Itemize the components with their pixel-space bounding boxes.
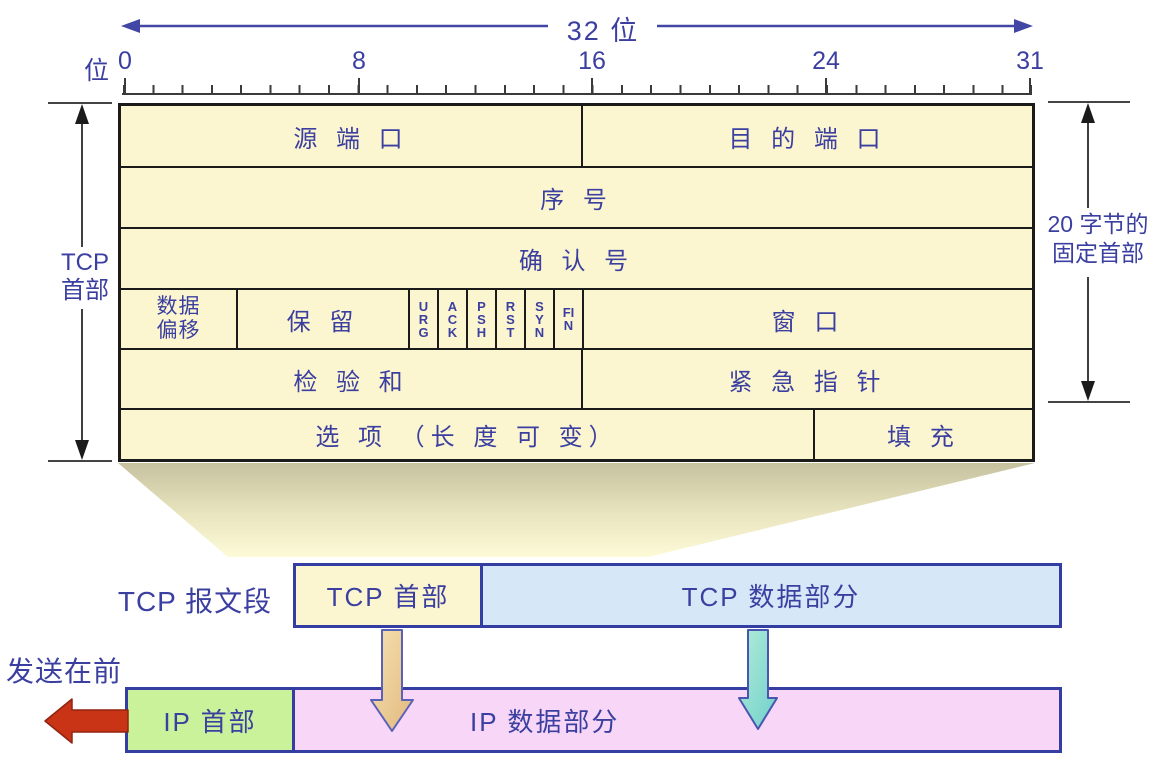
tcp-segment-bar: TCP 首部 TCP 数据部分	[293, 563, 1062, 628]
flag-cell-psh: PSH	[466, 290, 495, 348]
field-checksum: 检 验 和	[293, 368, 409, 396]
send-direction-left-arrow-icon	[44, 698, 129, 744]
tcp-header-table: 源 端 口 目 的 端 口 序 号 确 认 号 数据 偏移 保 留 URG AC…	[118, 103, 1035, 462]
flag-cell-syn: SYN	[524, 290, 553, 348]
flag-rst-label: RST	[505, 298, 516, 340]
flag-urg-label: URG	[418, 298, 429, 340]
table-row-options: 选 项 （长 度 可 变） 填 充	[121, 408, 1032, 459]
data-offset-line1: 数据	[156, 295, 201, 318]
flag-cell-rst: RST	[495, 290, 524, 348]
send-direction-label: 发送在前	[6, 656, 123, 687]
field-dest-port: 目 的 端 口	[581, 106, 1032, 166]
bit-unit-label: 位	[84, 57, 110, 85]
tcp-header-bracket-label: TCP 首部	[48, 249, 122, 305]
bit-tick-label-8: 8	[352, 47, 366, 75]
major-tick-31	[1029, 78, 1031, 93]
bit-tick-label-31: 31	[1016, 47, 1044, 75]
tcp-segment-label: TCP 报文段	[117, 586, 273, 617]
bit-width-label: 32 位	[566, 16, 640, 46]
ruler-minor-ticks	[123, 85, 1032, 93]
data-offset-line2: 偏移	[156, 319, 201, 342]
ip-packet-bar: IP 首部 IP 数据部分	[125, 687, 1062, 753]
field-options: 选 项 （长 度 可 变）	[315, 424, 619, 451]
table-row-ports: 源 端 口 目 的 端 口	[121, 106, 1032, 166]
bit-ruler	[122, 76, 1032, 95]
table-row-flags: 数据 偏移 保 留 URG ACK PSH RST SYN FIN 窗 口	[121, 288, 1032, 348]
field-source-port: 源 端 口	[293, 125, 409, 153]
field-urgent-pointer: 紧 急 指 针	[581, 350, 1032, 408]
flag-cell-fin: FIN	[553, 290, 582, 348]
table-row-checksum: 检 验 和 紧 急 指 针	[121, 348, 1032, 408]
tcp-header-bracket-line1: TCP	[61, 249, 109, 276]
ip-header-cell: IP 首部	[128, 690, 295, 750]
flag-psh-label: PSH	[476, 298, 487, 340]
table-row-ack: 确 认 号	[121, 227, 1032, 288]
fixed-header-bracket-line2: 固定首部	[1052, 240, 1144, 266]
field-ack-number: 确 认 号	[518, 248, 635, 275]
bit-tick-label-16: 16	[578, 47, 606, 75]
bit-tick-label-0: 0	[118, 47, 132, 75]
fixed-header-bracket-label: 20 字节的 固定首部	[1034, 210, 1162, 268]
ip-data-cell: IP 数据部分	[295, 690, 1059, 750]
major-tick-0	[124, 78, 126, 93]
field-data-offset: 数据 偏移	[121, 290, 236, 348]
flag-syn-label: SYN	[534, 298, 545, 340]
major-tick-8	[358, 78, 360, 93]
field-window: 窗 口	[582, 290, 1032, 348]
flag-cell-ack: ACK	[437, 290, 466, 348]
flag-ack-label: ACK	[447, 298, 458, 340]
tcp-header-bracket-line2: 首部	[61, 277, 109, 304]
flag-fin-label: FIN	[562, 305, 575, 333]
bit-tick-label-24: 24	[812, 47, 840, 75]
flag-cell-urg: URG	[408, 290, 437, 348]
field-padding: 填 充	[813, 410, 1032, 459]
field-sequence-number: 序 号	[540, 187, 613, 214]
major-tick-24	[825, 78, 827, 93]
tcp-segment-data-cell: TCP 数据部分	[483, 566, 1059, 625]
major-tick-16	[591, 78, 593, 93]
field-reserved: 保 留	[236, 290, 408, 348]
tcp-segment-header-cell: TCP 首部	[296, 566, 483, 625]
fixed-header-bracket-line1: 20 字节的	[1047, 211, 1149, 237]
table-row-sequence: 序 号	[121, 166, 1032, 227]
